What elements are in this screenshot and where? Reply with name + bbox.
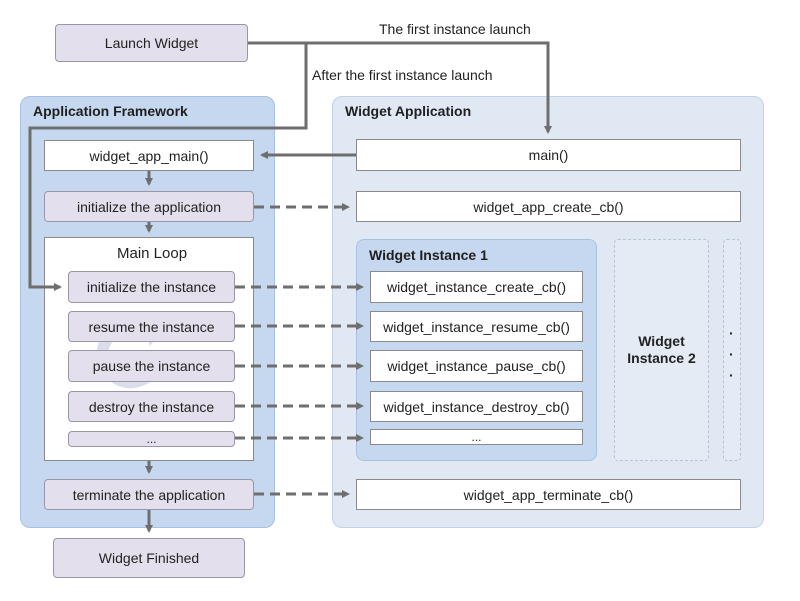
after-first-instance-launch-label: After the first instance launch	[312, 67, 493, 83]
instance-more-cb-box: ...	[370, 429, 583, 445]
instance-destroy-cb-box: widget_instance_destroy_cb()	[370, 391, 583, 422]
resume-instance-box: resume the instance	[68, 311, 235, 342]
widget-instance-2-label: Widget Instance 2	[614, 333, 709, 367]
more-instances-panel	[723, 239, 741, 461]
widget-app-terminate-cb-box: widget_app_terminate_cb()	[356, 479, 741, 510]
more-steps-box: ...	[68, 431, 235, 447]
instance-pause-cb-box: widget_instance_pause_cb()	[370, 350, 583, 382]
widget-app-main-box: widget_app_main()	[44, 140, 254, 171]
launch-widget-box: Launch Widget	[55, 24, 248, 62]
terminate-application-box: terminate the application	[44, 479, 254, 510]
widget-finished-box: Widget Finished	[53, 538, 245, 578]
instance-resume-cb-box: widget_instance_resume_cb()	[370, 311, 583, 342]
more-dot-1: ·	[729, 325, 734, 341]
widget-instance-2-line1: Widget	[638, 333, 685, 349]
pause-instance-box: pause the instance	[68, 350, 235, 382]
initialize-instance-box: initialize the instance	[68, 271, 235, 303]
application-framework-title: Application Framework	[33, 103, 188, 119]
more-dot-3: ·	[729, 367, 734, 383]
initialize-application-box: initialize the application	[44, 191, 254, 222]
instance-create-cb-box: widget_instance_create_cb()	[370, 271, 583, 303]
more-dot-2: ·	[729, 346, 734, 362]
widget-application-title: Widget Application	[345, 103, 472, 119]
main-box: main()	[356, 139, 741, 171]
widget-app-create-cb-box: widget_app_create_cb()	[356, 191, 741, 222]
first-instance-launch-label: The first instance launch	[379, 21, 531, 37]
widget-instance-1-title: Widget Instance 1	[369, 247, 488, 263]
main-loop-title: Main Loop	[117, 245, 188, 262]
destroy-instance-box: destroy the instance	[68, 391, 235, 422]
widget-instance-2-line2: Instance 2	[627, 350, 696, 366]
widget-instance-2-panel	[614, 239, 709, 461]
